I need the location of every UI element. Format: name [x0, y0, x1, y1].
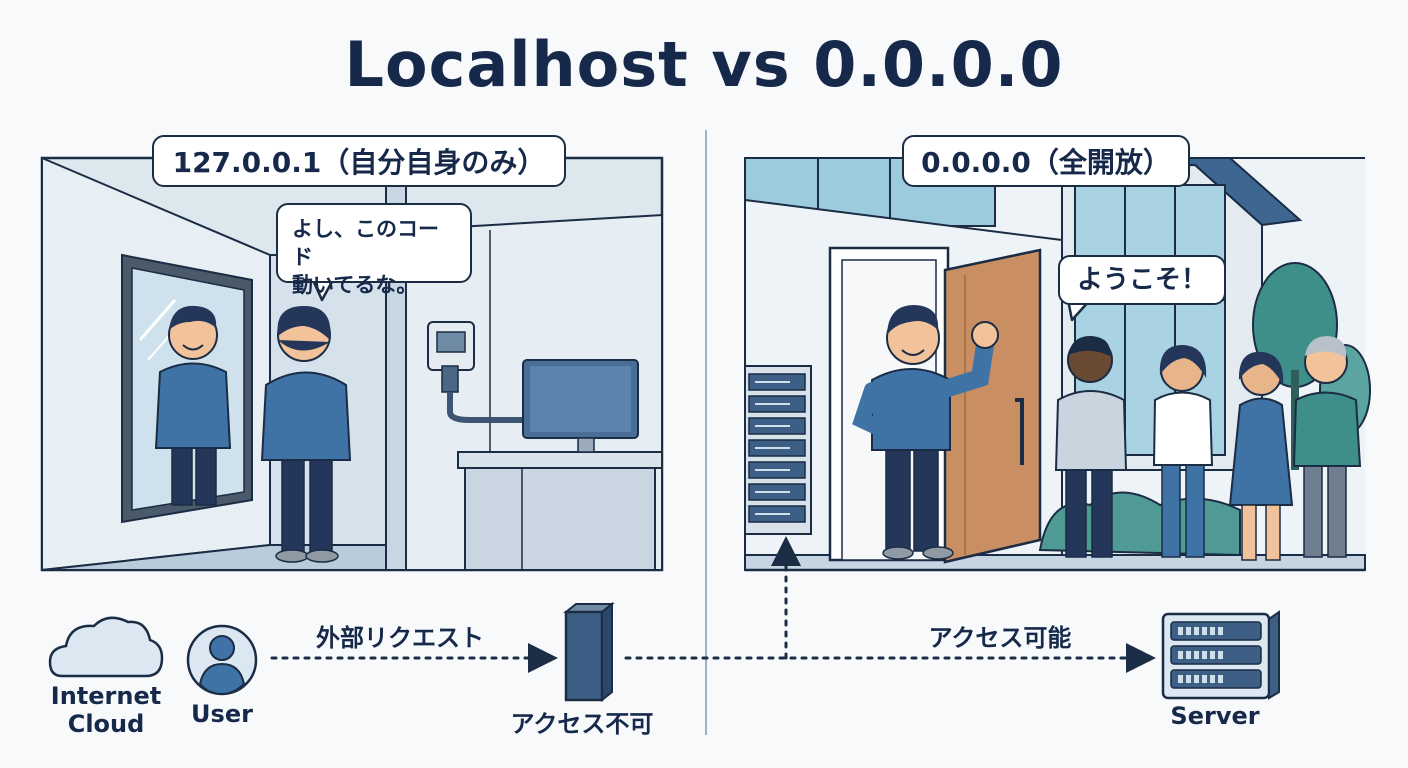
firewall-block-icon [563, 601, 615, 703]
server-rack-illustration [744, 365, 812, 535]
server-unit-vent [1218, 651, 1223, 659]
internet-cloud-label: Internet Cloud [40, 682, 172, 738]
host-waving [852, 305, 999, 560]
left-panel-label: 127.0.0.1（自分自身のみ） [152, 135, 566, 187]
internet-label-line-1: Internet [50, 682, 162, 710]
internet-label-line-2: Cloud [67, 710, 145, 738]
left-speech-bubble: よし、このコード 動いてるな。 [276, 203, 472, 297]
server-unit [1170, 621, 1262, 641]
server-unit-vent [1186, 627, 1191, 635]
server-unit-vent [1210, 651, 1215, 659]
left-speech-line-1: よし、このコード [292, 217, 439, 269]
visitor-1 [1054, 335, 1128, 558]
ethernet-port-icon [427, 321, 535, 423]
access-denied-label: アクセス不可 [510, 710, 654, 738]
page-title: Localhost vs 0.0.0.0 [344, 28, 1064, 101]
visitor-2 [1152, 344, 1214, 558]
server-unit [1170, 669, 1262, 689]
visitor-3 [1228, 351, 1294, 561]
right-panel-label: 0.0.0.0（全開放） [902, 135, 1190, 187]
left-speech-line-2: 動いてるな。 [292, 273, 418, 297]
server-unit-vent [1202, 627, 1207, 635]
server-unit-vent [1210, 627, 1215, 635]
cloud-icon [48, 616, 164, 678]
server-unit-vent [1194, 675, 1199, 683]
server-unit-vent [1194, 651, 1199, 659]
server-unit-vent [1210, 675, 1215, 683]
developer-back-view [260, 306, 352, 563]
right-speech-bubble: ようこそ！ [1058, 255, 1226, 305]
server-unit-vent [1194, 627, 1199, 635]
server-unit-vent [1202, 651, 1207, 659]
access-allowed-label: アクセス可能 [928, 624, 1072, 652]
user-icon [186, 624, 258, 696]
user-label: User [191, 700, 253, 728]
server-icon [1161, 610, 1280, 700]
server-label: Server [1170, 702, 1260, 730]
server-unit-vent [1178, 675, 1183, 683]
server-unit-vent [1178, 627, 1183, 635]
visitor-4 [1292, 336, 1362, 558]
server-unit-vent [1186, 651, 1191, 659]
server-unit-vent [1202, 675, 1207, 683]
server-unit-vent [1186, 675, 1191, 683]
desk-with-monitor [457, 359, 663, 571]
server-unit-vent [1218, 675, 1223, 683]
external-request-label: 外部リクエスト [316, 624, 484, 652]
server-unit [1170, 645, 1262, 665]
server-unit-vent [1178, 651, 1183, 659]
mirror-reflection-person [154, 305, 232, 506]
server-unit-vent [1218, 627, 1223, 635]
